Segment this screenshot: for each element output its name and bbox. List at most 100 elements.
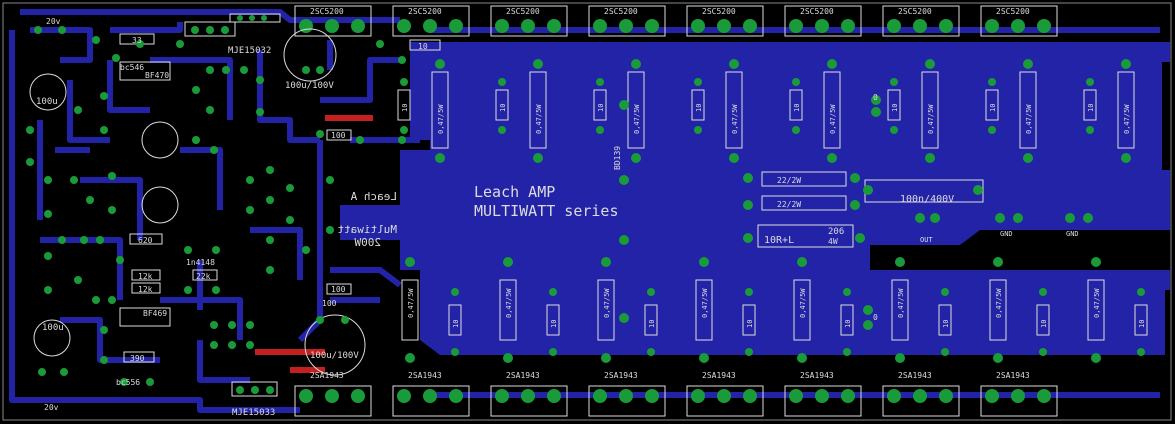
npn-emitter-resistor-pad (1121, 153, 1131, 163)
pnp-transistor-label: 2SA1943 (702, 371, 736, 380)
r22k-outline (192, 269, 218, 281)
cap-mid2-outline (141, 186, 179, 224)
npn-emitter-resistor-outline (529, 71, 547, 149)
pnp-emitter-resistor-pad (993, 353, 1003, 363)
npn-base-resistor-pad (988, 126, 996, 134)
pnp-transistor-pin (789, 389, 803, 403)
pnp-emitter-resistor-pad (601, 353, 611, 363)
npn-emitter-resistor-label: 0,47/5W (1123, 104, 1131, 134)
pnp-base-resistor-pad (941, 348, 949, 356)
npn-emitter-resistor-label: 0,47/5W (535, 104, 543, 134)
npn-transistor-label: 2SC5200 (310, 7, 344, 16)
pnp-transistor-pin (397, 389, 411, 403)
v20-top-label: 20v (46, 17, 61, 26)
npn-emitter-resistor-label: 0,47/5W (829, 104, 837, 134)
npn-base-resistor-pad (596, 78, 604, 86)
npn-transistor-outline (588, 5, 666, 37)
pnp-transistor-pin (449, 389, 463, 403)
npn-base-resistor-outline (789, 89, 803, 121)
connector-top-outline (229, 13, 281, 23)
npn-base-resistor-pad (694, 126, 702, 134)
res22b-outline (761, 195, 847, 211)
npn-emitter-resistor-pad (1023, 153, 1033, 163)
driver-top-label: MJE15032 (228, 46, 271, 56)
pnp-emitter-resistor-label: 0,47/5W (701, 288, 709, 318)
mirrored-title: Leach A Multiwatt 200W (337, 190, 397, 249)
bf470-outline (119, 61, 171, 81)
mirror-line2: Multiwatt (337, 223, 397, 236)
npn-base-resistor-pad (400, 78, 408, 86)
npn-emitter-resistor-pad (1121, 59, 1131, 69)
pnp-transistor-pin (1011, 389, 1025, 403)
npn-base-resistor-outline (1083, 89, 1097, 121)
r100a-outline (326, 129, 352, 141)
npn-emitter-resistor-pad (631, 153, 641, 163)
r100b-outline (326, 283, 352, 295)
pnp-emitter-resistor-pad (895, 353, 905, 363)
bc546-label: bc546 (120, 63, 144, 72)
pnp-transistor-outline (882, 385, 960, 417)
npn-transistor-outline (882, 5, 960, 37)
r390-outline (123, 351, 155, 363)
pnp-emitter-resistor-pad (405, 257, 415, 267)
npn-base-resistor-pad (596, 126, 604, 134)
pnp-emitter-resistor-pad (993, 257, 1003, 267)
pnp-base-resistor-outline (448, 304, 462, 336)
npn-transistor-outline (490, 5, 568, 37)
npn-emitter-resistor-pad (435, 59, 445, 69)
pnp-emitter-resistor-pad (1091, 353, 1101, 363)
npn-transistor-pin (691, 19, 705, 33)
pnp-transistor-pin (325, 389, 339, 403)
pnp-transistor-pin (841, 389, 855, 403)
pnp-base-resistor-label: 10 (942, 320, 950, 328)
silk-text: Leach AMP MULTIWATT series Leach A Multi… (36, 17, 1079, 418)
npn-transistor-label: 2SC5200 (996, 7, 1030, 16)
npn-transistor-pin (423, 19, 437, 33)
npn-base-resistor-label: 10 (499, 104, 507, 112)
npn-emitter-resistor-pad (533, 59, 543, 69)
npn-transistor-pin (495, 19, 509, 33)
pnp-base-resistor-outline (938, 304, 952, 336)
npn-base-resistor-outline (887, 89, 901, 121)
pnp-emitter-resistor-label: 0,47/5W (995, 288, 1003, 318)
pnp-base-resistor-label: 10 (746, 320, 754, 328)
bc556-label: bc556 (116, 378, 140, 387)
cap100u-left-outline (29, 73, 67, 111)
npn-base-resistor-pad (498, 78, 506, 86)
res206-w-label: 4W (828, 237, 838, 246)
npn-emitter-resistor-pad (729, 153, 739, 163)
pnp-emitter-resistor-pad (405, 353, 415, 363)
pnp-transistor-outline (784, 385, 862, 417)
npn-emitter-resistor-pad (435, 153, 445, 163)
pnp-base-resistor-outline (1134, 304, 1148, 336)
pnp-emitter-resistor-label: 0,47/5W (897, 288, 905, 318)
pnp-base-resistor-pad (549, 348, 557, 356)
r390-label: 390 (130, 354, 145, 363)
r100b-label: 100 (331, 285, 346, 294)
pnp-transistor-label: 2SA1943 (604, 371, 638, 380)
npn-transistor-label: 2SC5200 (604, 7, 638, 16)
npn-base-resistor-outline (593, 89, 607, 121)
pnp-base-resistor-pad (647, 288, 655, 296)
pnp-base-resistor-pad (843, 288, 851, 296)
r10-top-label: 10 (418, 42, 428, 51)
pnp-emitter-resistor-label: 0,47/5W (407, 288, 415, 318)
npn-emitter-resistor-outline (1019, 71, 1037, 149)
r12b-label: 12k (138, 285, 153, 294)
pad-out-label: OUT (920, 236, 933, 244)
npn-transistor-pin (645, 19, 659, 33)
pnp-transistor-label: 2SA1943 (996, 371, 1030, 380)
pnp-emitter-resistor-pad (503, 353, 513, 363)
npn-base-resistor-pad (400, 126, 408, 134)
npn-emitter-resistor-pad (729, 59, 739, 69)
npn-transistor-pin (841, 19, 855, 33)
pnp-transistor-pin (645, 389, 659, 403)
r12a-label: 12k (138, 272, 153, 281)
npn-base-resistor-pad (792, 126, 800, 134)
pnp-base-resistor-pad (941, 288, 949, 296)
r33-label: 33 (132, 36, 142, 45)
pnp-base-resistor-label: 10 (550, 320, 558, 328)
res206-label: 206 (828, 227, 844, 237)
pnp-transistor-pin (939, 389, 953, 403)
